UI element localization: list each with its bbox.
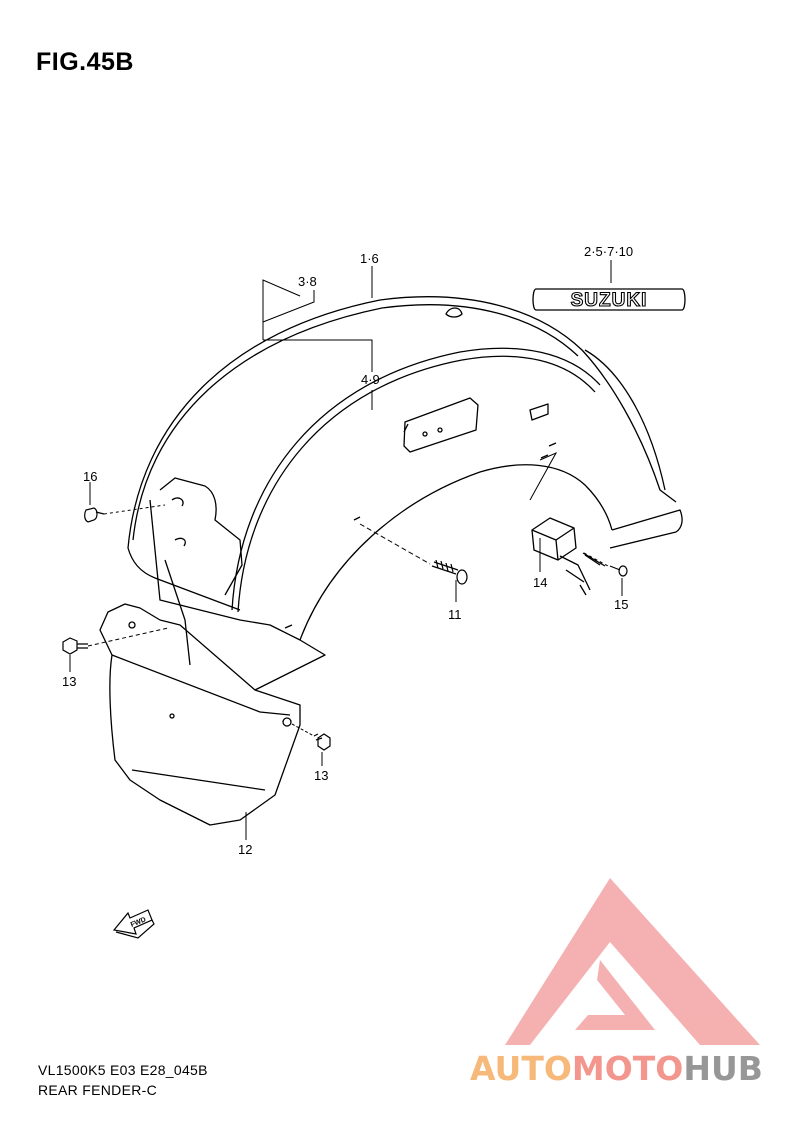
bolt-part-13-left [62, 637, 88, 655]
callout-4-9: 4·9 [361, 372, 380, 387]
figure-name: REAR FENDER-C [38, 1082, 158, 1098]
callout-2-5-7-10: 2·5·7·10 [584, 244, 633, 259]
callout-16: 16 [83, 469, 97, 484]
bolt-part-11 [431, 559, 468, 585]
callout-1-6: 1·6 [360, 251, 379, 266]
fender-inner-panel [149, 499, 326, 691]
fwd-arrow-icon: FWD [112, 909, 155, 939]
watermark-triangle-icon [505, 878, 760, 1045]
bolt-part-13-right [313, 733, 331, 751]
leader-lines [69, 260, 623, 840]
watermark-part-hub: HUB [683, 1049, 763, 1088]
suzuki-emblem: SUZUKI [532, 288, 686, 312]
watermark-part-auto: AUTO [470, 1049, 572, 1088]
light-unit-part-14 [531, 517, 606, 596]
callout-12: 12 [238, 842, 252, 857]
figure-title: FIG.45B [36, 48, 134, 76]
rear-mudguard-part-12 [99, 603, 301, 826]
screw-part-15 [609, 565, 628, 577]
callout-13-right: 13 [314, 768, 328, 783]
bolt-part-16 [84, 507, 105, 523]
callout-labels: 16 3·8 1·6 4·9 2·5·7·10 13 13 12 11 14 1… [62, 244, 633, 857]
callout-13-left: 13 [62, 674, 76, 689]
watermark-logo: AUTOMOTOHUB [470, 878, 763, 1088]
figure-code: VL1500K5 E03 E28_045B [38, 1062, 208, 1078]
callout-14: 14 [533, 575, 547, 590]
watermark-part-moto: MOTO [572, 1049, 683, 1088]
svg-text:AUTOMOTOHUB: AUTOMOTOHUB [470, 1049, 763, 1088]
callout-15: 15 [614, 597, 628, 612]
callout-11: 11 [448, 607, 462, 622]
rear-fender [127, 296, 683, 641]
emblem-text: SUZUKI [571, 290, 648, 311]
callout-3-8: 3·8 [298, 274, 317, 289]
